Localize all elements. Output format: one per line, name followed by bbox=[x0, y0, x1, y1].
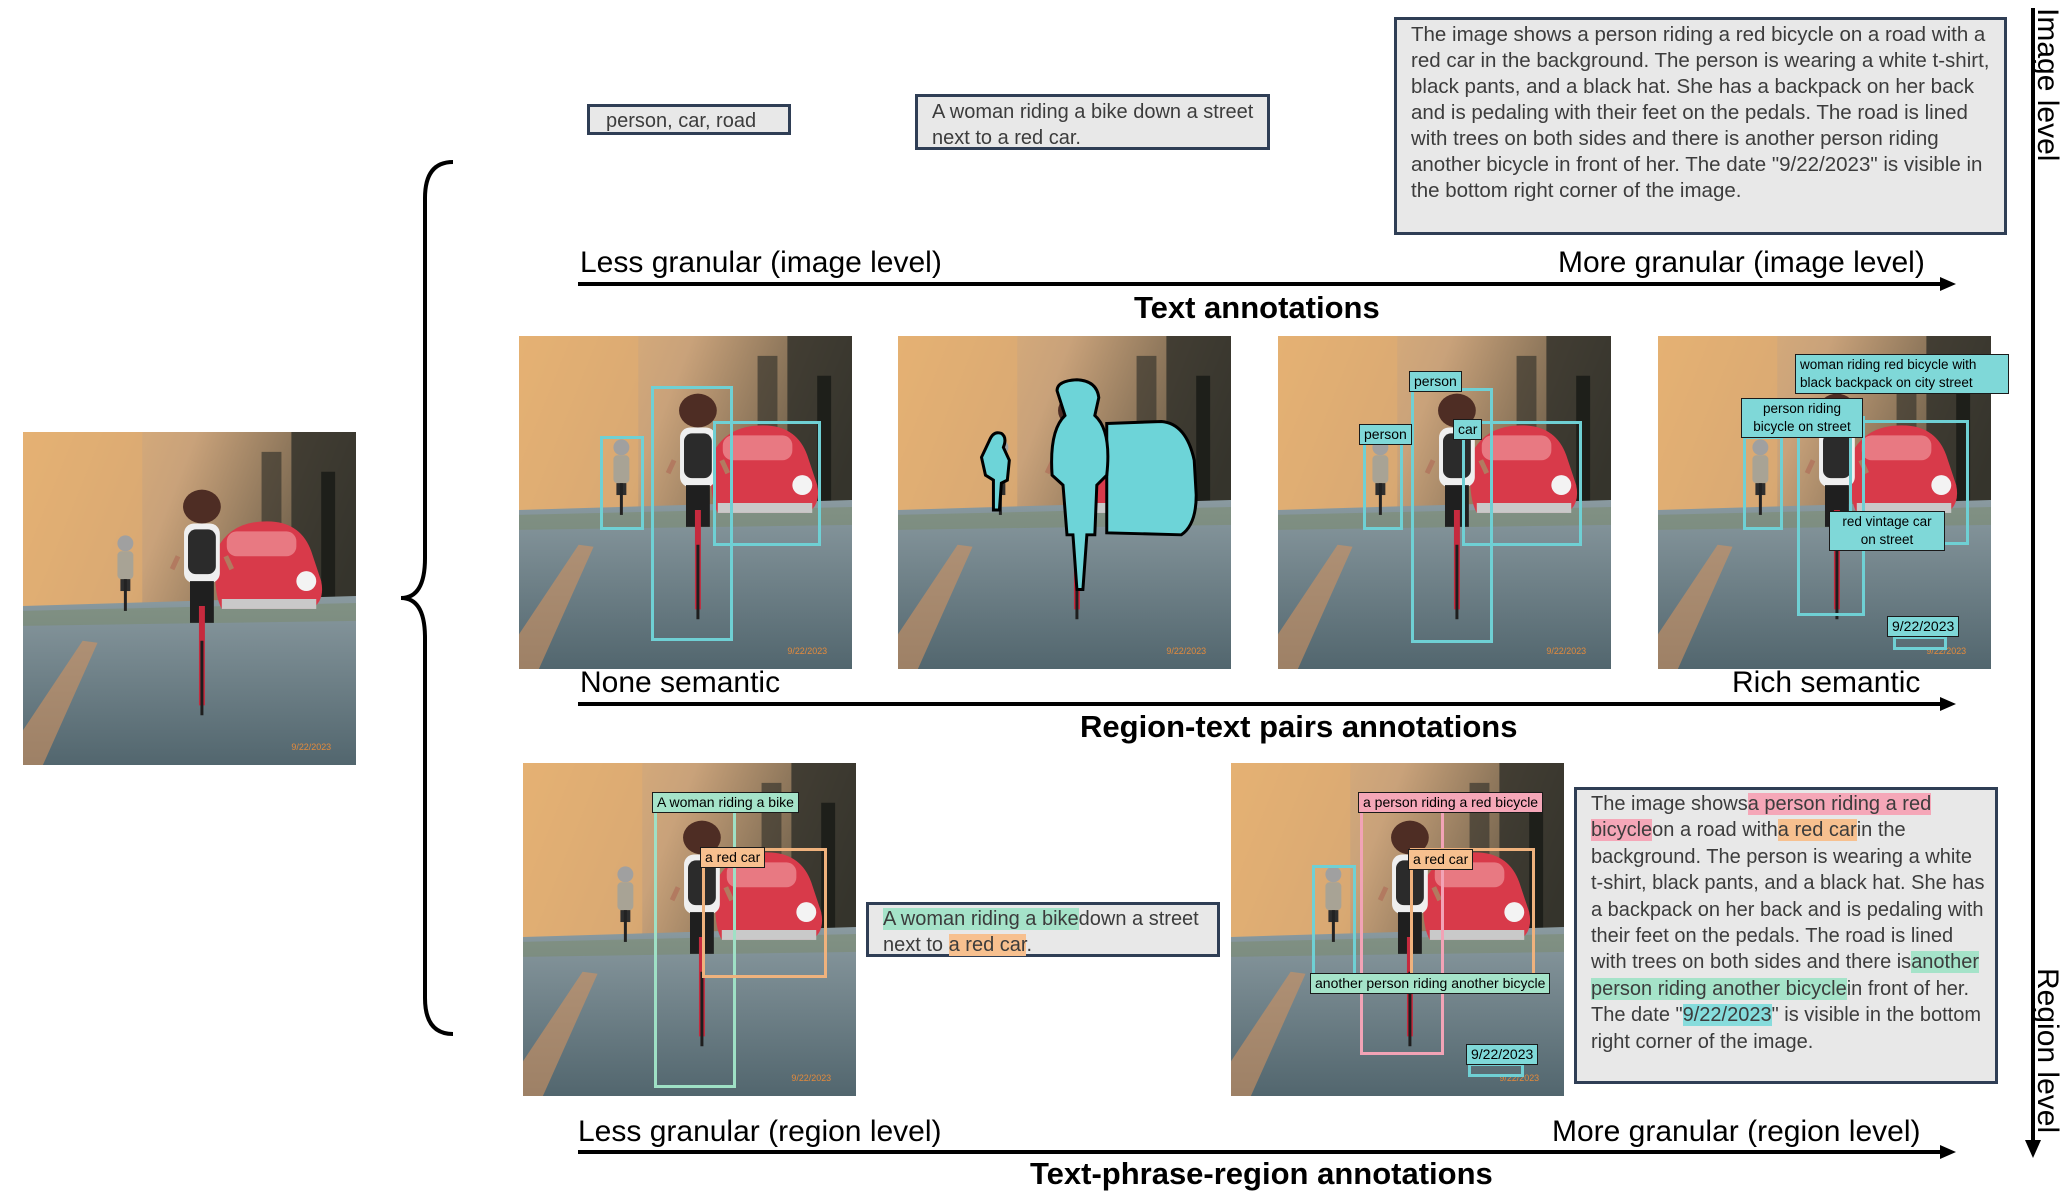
region-label: person bbox=[1409, 371, 1462, 392]
phrase-axis-left: Less granular (region level) bbox=[578, 1115, 942, 1148]
region-panel-rich: woman riding red bicycle with black back… bbox=[1657, 336, 2009, 669]
text-annotations-title: Text annotations bbox=[1134, 290, 1380, 325]
phrase-label: a person riding a red bicycle bbox=[1358, 792, 1544, 813]
phrase-panel-long: a person riding a red bicycle a red car … bbox=[1230, 763, 1565, 1096]
region-label: person bbox=[1359, 424, 1412, 445]
axis-region-level: Region level bbox=[2031, 968, 2064, 1134]
phrase-short-caption-box: A woman riding a bikedown a street next … bbox=[866, 902, 1220, 957]
region-axis-arrow bbox=[578, 697, 1956, 711]
short-caption-text: A woman riding a bike down a street next… bbox=[932, 101, 1254, 149]
tags-text: person, car, road bbox=[606, 110, 757, 132]
region-label: 9/22/2023 bbox=[1887, 616, 1960, 637]
axis-image-level: Image level bbox=[2031, 8, 2064, 162]
region-label: car bbox=[1453, 419, 1483, 440]
curly-brace bbox=[400, 160, 454, 1036]
phrase-date: 9/22/2023 bbox=[1682, 1004, 1772, 1027]
phrase-plain: in the background. The person is wearing… bbox=[1591, 819, 1985, 974]
phrase-plain: The image shows bbox=[1591, 793, 1748, 815]
phrase-red-car: a red car bbox=[948, 934, 1027, 956]
phrase-axis-right: More granular (region level) bbox=[1552, 1115, 1921, 1148]
level-axis-arrow bbox=[2025, 8, 2041, 1158]
text-axis-left: Less granular (image level) bbox=[580, 246, 942, 279]
long-caption-text: The image shows a person riding a red bi… bbox=[1411, 23, 1990, 202]
source-photo bbox=[22, 432, 357, 765]
phrase-plain: in front of her. The date " bbox=[1591, 977, 1969, 1027]
phrase-axis-arrow bbox=[578, 1145, 1956, 1159]
region-axis-left: None semantic bbox=[580, 666, 781, 699]
phrase-long-caption-box: The image showsa person riding a red bic… bbox=[1574, 787, 1998, 1084]
phrase-label: a red car bbox=[700, 847, 766, 868]
phrase-label: A woman riding a bike bbox=[652, 792, 799, 813]
phrase-label: another person riding another bicycle bbox=[1310, 973, 1551, 994]
phrase-plain: " is visible in the bottom right corner … bbox=[1591, 1004, 1982, 1053]
region-label: woman riding red bicycle with black back… bbox=[1795, 354, 2009, 394]
phrase-label: 9/22/2023 bbox=[1466, 1044, 1539, 1065]
phrase-label: a red car bbox=[1408, 849, 1474, 870]
region-label: person riding bicycle on street bbox=[1741, 398, 1863, 438]
long-caption-box: The image shows a person riding a red bi… bbox=[1394, 17, 2007, 235]
region-axis-right: Rich semantic bbox=[1732, 666, 1921, 699]
region-label: red vintage car on street bbox=[1829, 511, 1945, 551]
phrase-red-car: a red car bbox=[1777, 819, 1857, 842]
tags-box: person, car, road bbox=[587, 104, 791, 135]
phrase-plain: on a road with bbox=[1652, 819, 1778, 842]
text-axis-right: More granular (image level) bbox=[1558, 246, 1925, 279]
phrase-panel-short: A woman riding a bike a red car bbox=[522, 763, 857, 1096]
region-panel-masks bbox=[897, 336, 1232, 669]
region-text-title: Region-text pairs annotations bbox=[1080, 709, 1518, 744]
phrase-plain: . bbox=[1026, 934, 1032, 956]
text-axis-arrow bbox=[578, 277, 1956, 291]
phrase-woman-bike: A woman riding a bike bbox=[883, 908, 1079, 930]
region-panel-boxes bbox=[518, 336, 853, 669]
short-caption-box: A woman riding a bike down a street next… bbox=[915, 94, 1270, 150]
phrase-plain: down a street next to bbox=[883, 908, 1199, 956]
phrase-region-title: Text-phrase-region annotations bbox=[1030, 1156, 1493, 1191]
region-panel-labeled: person person car bbox=[1277, 336, 1612, 669]
